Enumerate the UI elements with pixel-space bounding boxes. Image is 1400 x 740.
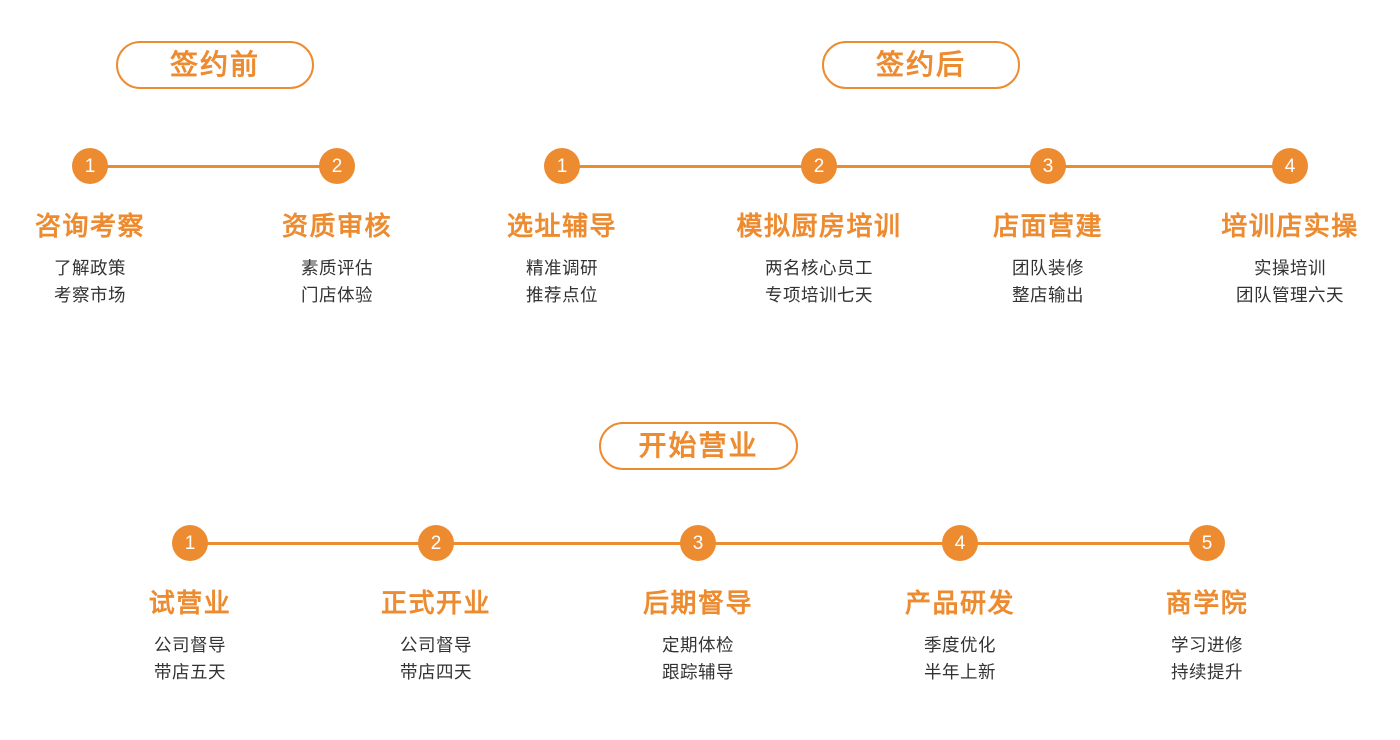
step-title: 咨询考察: [34, 211, 145, 241]
step-title: 后期督导: [642, 588, 753, 618]
step-number: 2: [331, 155, 343, 177]
step-detail-line: 推荐点位: [526, 284, 598, 305]
step-text-block-pre-signing-2: 资质审核素质评估门店体验: [207, 212, 467, 309]
section-badge-pre-signing[interactable]: 签约前: [116, 41, 314, 89]
step-node-post-signing-3[interactable]: 3: [1030, 148, 1066, 184]
step-detail-line: 团队管理六天: [1236, 284, 1344, 305]
step-detail-line: 定期体检: [662, 634, 734, 655]
step-details: 精准调研推荐点位: [432, 255, 692, 309]
step-node-open-business-5[interactable]: 5: [1189, 525, 1225, 561]
step-title: 商学院: [1165, 588, 1249, 618]
step-detail-line: 半年上新: [924, 661, 996, 682]
step-node-open-business-4[interactable]: 4: [942, 525, 978, 561]
step-detail-line: 持续提升: [1171, 661, 1243, 682]
step-text-block-post-signing-2: 模拟厨房培训两名核心员工专项培训七天: [689, 212, 949, 309]
step-text-block-post-signing-3: 店面营建团队装修整店输出: [918, 212, 1178, 309]
step-title: 店面营建: [992, 211, 1103, 241]
step-detail-line: 整店输出: [1012, 284, 1084, 305]
section-badge-label: 签约后: [875, 49, 966, 80]
step-detail-line: 带店五天: [154, 661, 226, 682]
section-badge-open-business[interactable]: 开始营业: [599, 422, 798, 470]
step-text-block-open-business-1: 试营业公司督导带店五天: [60, 589, 320, 686]
timeline-connector-post-signing: [562, 165, 1290, 168]
timeline-connector-pre-signing: [90, 165, 337, 168]
step-node-post-signing-4[interactable]: 4: [1272, 148, 1308, 184]
step-detail-line: 跟踪辅导: [662, 661, 734, 682]
step-details: 素质评估门店体验: [207, 255, 467, 309]
step-number: 5: [1201, 532, 1213, 554]
step-detail-line: 公司督导: [154, 634, 226, 655]
step-detail-line: 了解政策: [54, 257, 126, 278]
step-detail-line: 学习进修: [1171, 634, 1243, 655]
step-text-block-open-business-2: 正式开业公司督导带店四天: [306, 589, 566, 686]
step-detail-line: 两名核心员工: [765, 257, 873, 278]
step-number: 2: [813, 155, 825, 177]
step-detail-line: 带店四天: [400, 661, 472, 682]
step-title: 正式开业: [380, 588, 491, 618]
step-detail-line: 团队装修: [1012, 257, 1084, 278]
step-number: 2: [430, 532, 442, 554]
step-title: 培训店实操: [1221, 211, 1359, 241]
step-detail-line: 素质评估: [301, 257, 373, 278]
step-node-open-business-1[interactable]: 1: [172, 525, 208, 561]
step-number: 3: [692, 532, 704, 554]
step-number: 1: [84, 155, 96, 177]
step-text-block-post-signing-4: 培训店实操实操培训团队管理六天: [1160, 212, 1400, 309]
step-details: 季度优化半年上新: [830, 632, 1090, 686]
step-details: 定期体检跟踪辅导: [568, 632, 828, 686]
step-node-pre-signing-1[interactable]: 1: [72, 148, 108, 184]
step-details: 团队装修整店输出: [918, 255, 1178, 309]
step-detail-line: 精准调研: [526, 257, 598, 278]
section-badge-label: 签约前: [169, 49, 260, 80]
step-text-block-open-business-5: 商学院学习进修持续提升: [1077, 589, 1337, 686]
step-detail-line: 实操培训: [1254, 257, 1326, 278]
step-details: 实操培训团队管理六天: [1160, 255, 1400, 309]
step-title: 资质审核: [281, 211, 392, 241]
step-number: 4: [954, 532, 966, 554]
step-text-block-post-signing-1: 选址辅导精准调研推荐点位: [432, 212, 692, 309]
step-number: 4: [1284, 155, 1296, 177]
step-node-open-business-2[interactable]: 2: [418, 525, 454, 561]
step-text-block-open-business-3: 后期督导定期体检跟踪辅导: [568, 589, 828, 686]
step-detail-line: 专项培训七天: [765, 284, 873, 305]
step-title: 产品研发: [904, 588, 1015, 618]
step-details: 两名核心员工专项培训七天: [689, 255, 949, 309]
step-details: 学习进修持续提升: [1077, 632, 1337, 686]
step-node-post-signing-1[interactable]: 1: [544, 148, 580, 184]
step-node-post-signing-2[interactable]: 2: [801, 148, 837, 184]
step-detail-line: 季度优化: [924, 634, 996, 655]
step-title: 选址辅导: [506, 211, 617, 241]
section-badge-label: 开始营业: [638, 430, 759, 461]
step-title: 模拟厨房培训: [736, 211, 902, 241]
step-details: 公司督导带店五天: [60, 632, 320, 686]
step-number: 3: [1042, 155, 1054, 177]
step-title: 试营业: [148, 588, 232, 618]
step-text-block-pre-signing-1: 咨询考察了解政策考察市场: [0, 212, 220, 309]
step-number: 1: [556, 155, 568, 177]
step-details: 了解政策考察市场: [0, 255, 220, 309]
step-number: 1: [184, 532, 196, 554]
step-node-open-business-3[interactable]: 3: [680, 525, 716, 561]
step-detail-line: 考察市场: [54, 284, 126, 305]
step-detail-line: 门店体验: [301, 284, 373, 305]
step-text-block-open-business-4: 产品研发季度优化半年上新: [830, 589, 1090, 686]
step-node-pre-signing-2[interactable]: 2: [319, 148, 355, 184]
section-badge-post-signing[interactable]: 签约后: [822, 41, 1020, 89]
step-details: 公司督导带店四天: [306, 632, 566, 686]
step-detail-line: 公司督导: [400, 634, 472, 655]
